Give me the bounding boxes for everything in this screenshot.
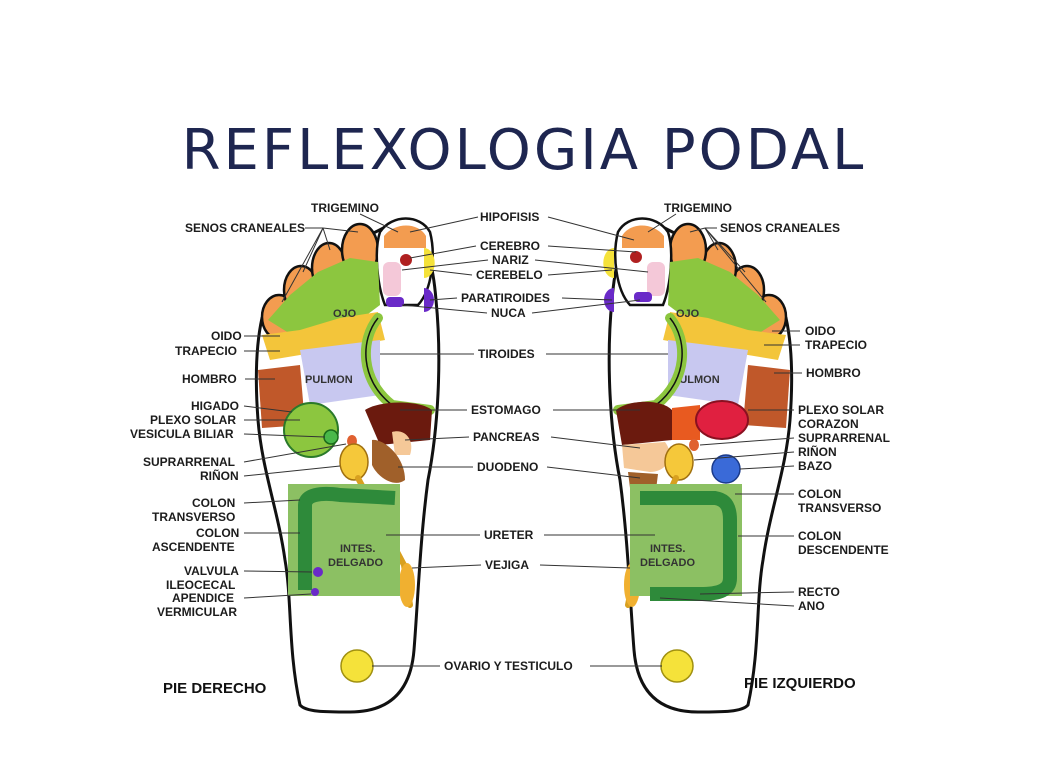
- left-delgado-label: DELGADO: [640, 557, 695, 569]
- left-bazo-zone: [711, 454, 741, 484]
- label-vesicula-right: VESICULA BILIAR: [130, 427, 234, 441]
- label-cerebro: CEREBRO: [480, 239, 540, 253]
- label-transverso-left: TRANSVERSO: [798, 501, 881, 515]
- right-nariz-zone: [383, 262, 401, 296]
- label-rinon-left: RIÑON: [798, 444, 837, 459]
- label-hombro-left: HOMBRO: [806, 366, 861, 380]
- label-plexo-right: PLEXO SOLAR: [150, 413, 236, 427]
- label-trigemino-left: TRIGEMINO: [664, 201, 732, 215]
- label-plexo-left: PLEXO SOLAR: [798, 403, 884, 417]
- right-foot-caption: PIE DERECHO: [163, 680, 267, 697]
- label-nariz: NARIZ: [492, 253, 529, 267]
- right-tiroides-outline: [365, 317, 431, 411]
- label-transverso-right: TRANSVERSO: [152, 510, 235, 524]
- left-cerebelo-zone: [603, 248, 614, 278]
- left-foot-side-labels: TRIGEMINO SENOS CRANEALES OIDO TRAPECIO …: [647, 201, 890, 613]
- left-foot: OJO PULMON INTES. DELGADO PIE IZQUIERDO: [603, 217, 856, 714]
- label-cerebelo: CEREBELO: [476, 268, 543, 282]
- label-corazon-left: CORAZON: [798, 417, 859, 431]
- label-bazo-left: BAZO: [798, 459, 832, 473]
- label-paratiroides: PARATIROIDES: [461, 291, 550, 305]
- right-colon-line: [298, 486, 396, 590]
- label-hipofisis: HIPOFISIS: [480, 210, 539, 224]
- label-suprarrenal-right: SUPRARRENAL: [143, 455, 235, 469]
- right-pulmon-label: PULMON: [305, 374, 353, 386]
- left-tiroides-outline: [617, 317, 683, 411]
- right-cerebro-dot: [400, 254, 412, 266]
- label-oido-right: OIDO: [211, 329, 242, 343]
- label-vejiga: VEJIGA: [485, 558, 529, 572]
- label-estomago: ESTOMAGO: [471, 403, 541, 417]
- left-hipofisis-zone: [622, 225, 664, 248]
- label-trapecio-left: TRAPECIO: [805, 338, 867, 352]
- label-colon-t-left: COLON: [798, 487, 841, 501]
- right-estomago-zone: [365, 402, 432, 445]
- right-pancreas-zone: [392, 431, 412, 455]
- right-intes-label: INTES.: [340, 543, 375, 555]
- left-plexo-zone: [672, 405, 700, 440]
- left-ovario-zone: [660, 649, 694, 683]
- diagram-title: REFLEXOLOGIA PODAL: [181, 118, 867, 183]
- label-suprarrenal-left: SUPRARRENAL: [798, 431, 890, 445]
- left-cerebro-dot: [630, 251, 642, 263]
- left-corazon-zone: [695, 400, 749, 440]
- right-rinon-zone: [339, 443, 369, 481]
- right-ovario-zone: [340, 649, 374, 683]
- label-apendice-right: APENDICE: [172, 591, 234, 605]
- left-nuca-zone: [634, 292, 652, 302]
- left-hombro-zone: [743, 365, 790, 428]
- label-valvula-right: VALVULA: [184, 564, 239, 578]
- label-ano-left: ANO: [798, 599, 825, 613]
- label-tiroides: TIROIDES: [478, 347, 535, 361]
- left-foot-caption: PIE IZQUIERDO: [744, 675, 856, 692]
- right-trapecio-band: [262, 312, 385, 360]
- right-nuca-zone: [386, 297, 404, 307]
- right-delgado-label: DELGADO: [328, 557, 383, 569]
- right-valvula-zone: [313, 567, 323, 577]
- left-suprarrenal-zone: [689, 439, 699, 451]
- right-ojo-label: OJO: [333, 308, 357, 320]
- left-pulmon-label: PULMON: [672, 374, 720, 386]
- label-ovario: OVARIO Y TESTICULO: [444, 659, 573, 673]
- right-pulmon-zone: [300, 340, 380, 405]
- center-labels: HIPOFISIS CEREBRO NARIZ CEREBELO PARATIR…: [372, 210, 668, 673]
- label-senos-right: SENOS CRANEALES: [185, 221, 305, 235]
- left-rinon-zone: [664, 443, 694, 481]
- label-pancreas: PANCREAS: [473, 430, 539, 444]
- label-colon-d-left: COLON: [798, 529, 841, 543]
- label-trigemino-right: TRIGEMINO: [311, 201, 379, 215]
- left-pulmon-zone: [668, 340, 748, 405]
- label-colon-t-right: COLON: [192, 496, 235, 510]
- label-vermicular-right: VERMICULAR: [157, 605, 237, 619]
- left-trapecio-band: [663, 312, 786, 360]
- right-foot-side-labels: TRIGEMINO SENOS CRANEALES OIDO TRAPECIO …: [130, 201, 399, 619]
- label-recto-left: RECTO: [798, 585, 840, 599]
- left-estomago-zone: [616, 401, 672, 445]
- label-descendente-left: DESCENDENTE: [798, 543, 889, 557]
- label-hombro-right: HOMBRO: [182, 372, 237, 386]
- right-foot: OJO PULMON INTES. DELGADO PIE DERECHO: [163, 217, 441, 714]
- right-higado-zone: [283, 402, 339, 458]
- right-paratiroides-zone: [424, 288, 434, 312]
- right-duodeno-zone: [372, 439, 405, 483]
- label-ileocecal-right: ILEOCECAL: [166, 578, 235, 592]
- label-ureter: URETER: [484, 528, 534, 542]
- right-vesicula-zone: [323, 429, 339, 445]
- label-higado-right: HIGADO: [191, 399, 239, 413]
- label-senos-left: SENOS CRANEALES: [720, 221, 840, 235]
- label-ascendente-right: ASCENDENTE: [152, 540, 235, 554]
- left-ojo-label: OJO: [676, 308, 700, 320]
- label-oido-left: OIDO: [805, 324, 836, 338]
- label-nuca: NUCA: [491, 306, 526, 320]
- left-nariz-zone: [647, 262, 665, 296]
- label-colon-a-right: COLON: [196, 526, 239, 540]
- left-intes-label: INTES.: [650, 543, 685, 555]
- label-rinon-right: RIÑON: [200, 468, 239, 483]
- right-vejiga-zone: [399, 563, 415, 607]
- label-trapecio-right: TRAPECIO: [175, 344, 237, 358]
- label-duodeno: DUODENO: [477, 460, 538, 474]
- right-apendice-zone: [311, 588, 319, 596]
- left-pancreas-zone: [622, 442, 670, 472]
